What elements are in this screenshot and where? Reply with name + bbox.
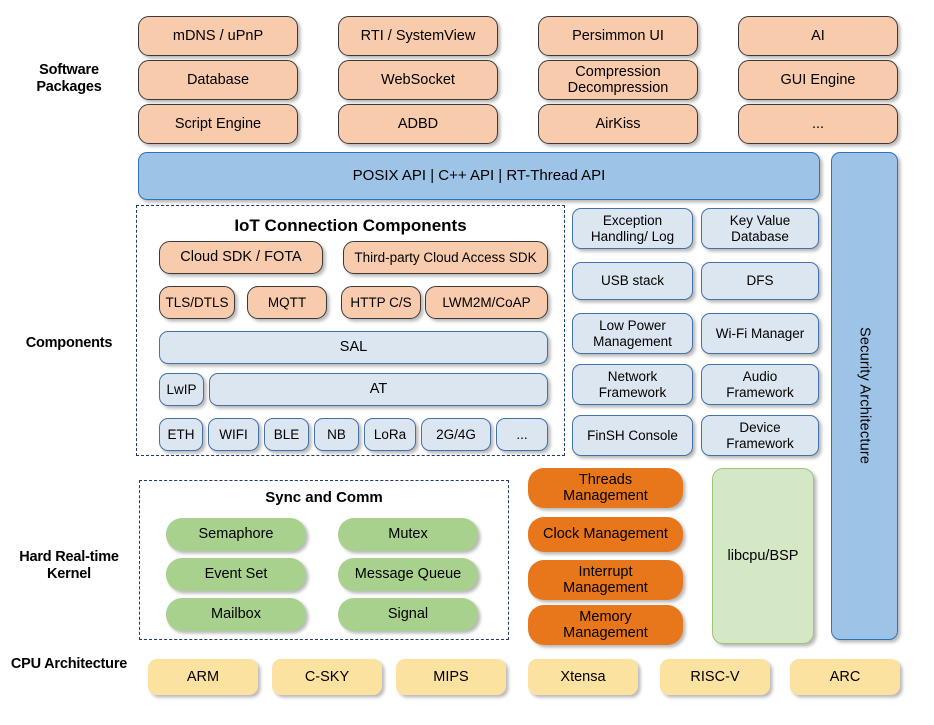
component-audio-framework[interactable]: Audio Framework xyxy=(701,364,819,405)
row-label-cpu-architecture: CPU Architecture xyxy=(10,656,128,672)
package-airkiss[interactable]: AirKiss xyxy=(538,104,698,144)
cpu-arch-arc[interactable]: ARC xyxy=(790,659,900,695)
component-network-framework[interactable]: Network Framework xyxy=(572,364,693,405)
cpu-arch-xtensa[interactable]: Xtensa xyxy=(528,659,638,695)
kernel-clock-management[interactable]: Clock Management xyxy=(528,517,683,552)
iot-link-wifi[interactable]: WIFI xyxy=(208,418,259,451)
iot-connection-components-container: IoT Connection Components xyxy=(136,205,565,456)
iot-link-lora[interactable]: LoRa xyxy=(364,418,416,451)
iot-link-2g-4g[interactable]: 2G/4G xyxy=(421,418,491,451)
package-persimmon-ui[interactable]: Persimmon UI xyxy=(538,16,698,56)
iot-link-more[interactable]: ... xyxy=(496,418,548,451)
row-label-kernel: Hard Real-time Kernel xyxy=(19,549,119,582)
iot-third-party-cloud-access-sdk[interactable]: Third-party Cloud Access SDK xyxy=(343,241,548,274)
iot-sal[interactable]: SAL xyxy=(159,331,548,364)
libcpu-bsp[interactable]: libcpu/BSP xyxy=(712,468,814,644)
row-label-software-packages: Software Packages xyxy=(36,62,102,95)
package-ai[interactable]: AI xyxy=(738,16,898,56)
package-script-engine[interactable]: Script Engine xyxy=(138,104,298,144)
component-finsh-console[interactable]: FinSH Console xyxy=(572,415,693,456)
kernel-interrupt-management[interactable]: Interrupt Management xyxy=(528,560,683,600)
package-compression-decompression[interactable]: Compression Decompression xyxy=(538,60,698,100)
kernel-signal[interactable]: Signal xyxy=(338,598,478,631)
kernel-mailbox[interactable]: Mailbox xyxy=(166,598,306,631)
cpu-arch-mips[interactable]: MIPS xyxy=(396,659,506,695)
kernel-message-queue[interactable]: Message Queue xyxy=(338,558,478,591)
package-gui-engine[interactable]: GUI Engine xyxy=(738,60,898,100)
component-key-value-database[interactable]: Key Value Database xyxy=(701,208,819,249)
component-usb-stack[interactable]: USB stack xyxy=(572,262,693,300)
iot-at[interactable]: AT xyxy=(209,373,548,406)
component-device-framework[interactable]: Device Framework xyxy=(701,415,819,456)
iot-cloud-sdk-fota[interactable]: Cloud SDK / FOTA xyxy=(159,241,323,274)
iot-mqtt[interactable]: MQTT xyxy=(247,286,327,319)
component-dfs[interactable]: DFS xyxy=(701,262,819,300)
sync-and-comm-title: Sync and Comm xyxy=(265,489,383,506)
iot-http-cs[interactable]: HTTP C/S xyxy=(341,286,421,319)
iot-tls-dtls[interactable]: TLS/DTLS xyxy=(159,286,235,319)
cpu-arch-c-sky[interactable]: C-SKY xyxy=(272,659,382,695)
kernel-threads-management[interactable]: Threads Management xyxy=(528,468,683,508)
package-websocket[interactable]: WebSocket xyxy=(338,60,498,100)
kernel-event-set[interactable]: Event Set xyxy=(166,558,306,591)
security-architecture-label: Security Architecture xyxy=(856,327,873,465)
api-bar[interactable]: POSIX API | C++ API | RT-Thread API xyxy=(138,152,820,200)
kernel-memory-management[interactable]: Memory Management xyxy=(528,605,683,645)
component-exception-handling-log[interactable]: Exception Handling/ Log xyxy=(572,208,693,249)
iot-lwip[interactable]: LwIP xyxy=(159,373,204,406)
iot-lwm2m-coap[interactable]: LWM2M/CoAP xyxy=(425,286,548,319)
component-wifi-manager[interactable]: Wi-Fi Manager xyxy=(701,313,819,354)
cpu-arch-arm[interactable]: ARM xyxy=(148,659,258,695)
package-mdns-upnp[interactable]: mDNS / uPnP xyxy=(138,16,298,56)
security-architecture-column[interactable]: Security Architecture xyxy=(831,152,898,640)
iot-link-ble[interactable]: BLE xyxy=(264,418,309,451)
package-more[interactable]: ... xyxy=(738,104,898,144)
row-label-components: Components xyxy=(25,335,113,351)
iot-link-eth[interactable]: ETH xyxy=(159,418,203,451)
package-database[interactable]: Database xyxy=(138,60,298,100)
cpu-arch-risc-v[interactable]: RISC-V xyxy=(660,659,770,695)
iot-connection-components-title: IoT Connection Components xyxy=(234,216,467,235)
component-low-power-management[interactable]: Low Power Management xyxy=(572,313,693,354)
iot-link-nb[interactable]: NB xyxy=(314,418,359,451)
sync-and-comm-container: Sync and Comm xyxy=(139,480,509,640)
kernel-semaphore[interactable]: Semaphore xyxy=(166,518,306,551)
package-adbd[interactable]: ADBD xyxy=(338,104,498,144)
package-rti-systemview[interactable]: RTI / SystemView xyxy=(338,16,498,56)
kernel-mutex[interactable]: Mutex xyxy=(338,518,478,551)
